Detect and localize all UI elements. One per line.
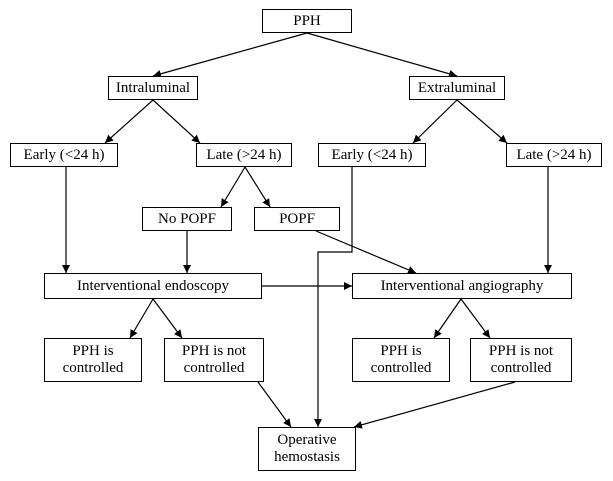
edge-pph-intraluminal [152,32,308,78]
edge-extra-early-surgery [314,167,353,427]
node-endoscopy-pph-controlled: PPH is controlled [44,338,142,382]
edge-intraluminal-late [152,99,201,144]
edge-extraluminal-late [456,99,508,144]
edge-extraluminal-early [412,99,458,144]
node-no-popf: No POPF [142,207,232,231]
edge-endo-not-controlled-surgery [257,381,292,428]
node-endoscopy-pph-not-controlled: PPH is not controlled [164,338,264,382]
edge-endoscopy-controlled [129,298,154,339]
edge-intraluminal-early [104,99,154,144]
node-intraluminal: Intraluminal [108,76,198,100]
edge-endoscopy-not-controlled [152,298,183,339]
edge-pph-extraluminal [306,32,458,78]
node-extraluminal: Extraluminal [409,76,505,100]
node-operative-hemostasis: Operative hemostasis [258,427,356,471]
node-extra-late: Late (>24 h) [506,143,602,167]
node-intra-early: Early (<24 h) [10,143,118,167]
node-popf: POPF [254,207,340,231]
edge-late-popf [244,166,271,208]
node-angiography-pph-not-controlled: PPH is not controlled [470,338,572,382]
node-intra-late: Late (>24 h) [196,143,292,167]
node-interventional-angiography: Interventional angiography [352,273,572,299]
edge-popf-angiography [315,230,417,274]
edge-angio-not-controlled-surgery [353,381,516,429]
node-interventional-endoscopy: Interventional endoscopy [44,273,262,299]
edge-late-no-popf [220,166,246,208]
node-extra-early: Early (<24 h) [318,143,426,167]
node-pph: PPH [262,9,352,33]
node-angiography-pph-controlled: PPH is controlled [352,338,450,382]
edge-angiography-not-controlled [460,298,491,339]
edge-angiography-controlled [433,298,462,339]
